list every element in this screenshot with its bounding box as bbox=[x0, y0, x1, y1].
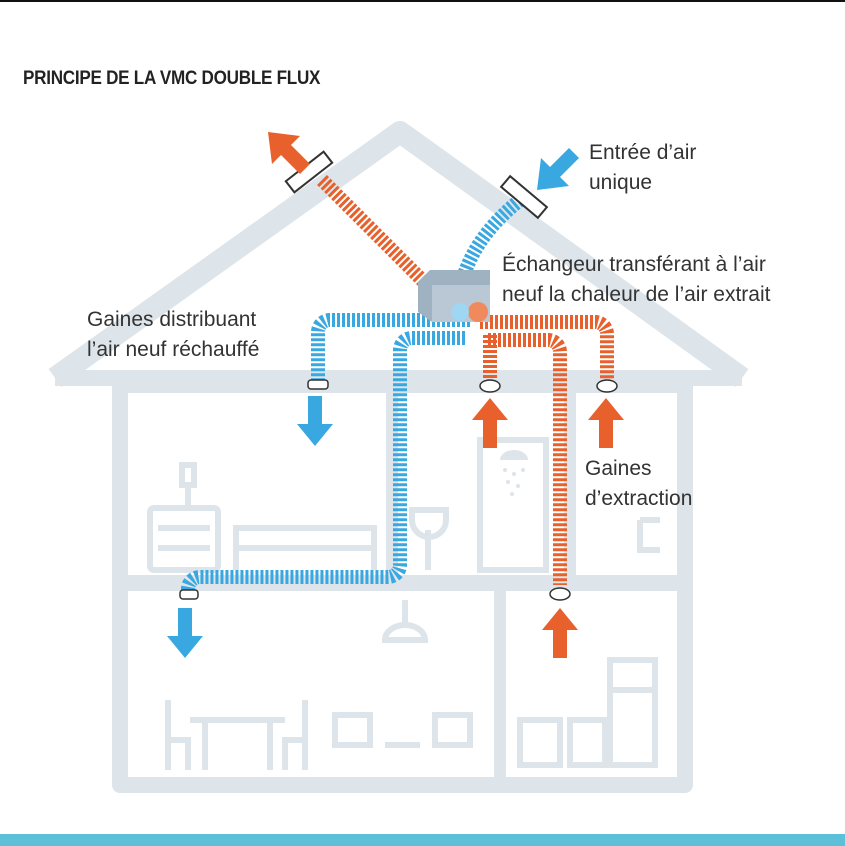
label-gaines-extraction: Gaines d’extraction bbox=[585, 454, 692, 514]
vents bbox=[179, 379, 618, 601]
up-arrow-icon bbox=[588, 398, 624, 448]
label-gaines-distribuant: Gaines distribuant l’air neuf réchauffé bbox=[87, 305, 259, 365]
distribution-ducts bbox=[181, 194, 525, 592]
label-line: d’extraction bbox=[585, 487, 693, 510]
diagram-title: PRINCIPE DE LA VMC DOUBLE FLUX bbox=[23, 68, 321, 89]
label-line: Gaines distribuant bbox=[87, 308, 257, 331]
exhaust-arrow-icon bbox=[268, 132, 310, 174]
label-entree-air: Entrée d’air unique bbox=[589, 138, 696, 198]
label-line: Échangeur transférant à l’air bbox=[502, 253, 766, 276]
stale-air-arrows bbox=[268, 132, 624, 658]
up-arrow-icon bbox=[542, 608, 578, 658]
label-echangeur: Échangeur transférant à l’air neuf la ch… bbox=[502, 250, 770, 310]
label-line: neuf la chaleur de l’air extrait bbox=[502, 283, 771, 306]
house-outline bbox=[48, 121, 749, 793]
extraction-ducts bbox=[317, 175, 614, 585]
up-arrow-icon bbox=[472, 398, 508, 448]
label-line: Entrée d’air bbox=[589, 141, 697, 164]
fresh-air-arrows bbox=[167, 148, 579, 658]
top-border bbox=[0, 0, 845, 2]
down-arrow-icon bbox=[167, 608, 203, 658]
heat-exchanger bbox=[418, 270, 490, 322]
label-line: Gaines bbox=[585, 457, 652, 480]
accent-bar bbox=[0, 834, 845, 846]
down-arrow-icon bbox=[297, 396, 333, 446]
label-line: unique bbox=[589, 171, 653, 194]
label-line: l’air neuf réchauffé bbox=[87, 338, 260, 361]
furniture bbox=[147, 437, 660, 770]
intake-arrow-icon bbox=[537, 148, 579, 190]
shower-icon bbox=[500, 450, 528, 496]
